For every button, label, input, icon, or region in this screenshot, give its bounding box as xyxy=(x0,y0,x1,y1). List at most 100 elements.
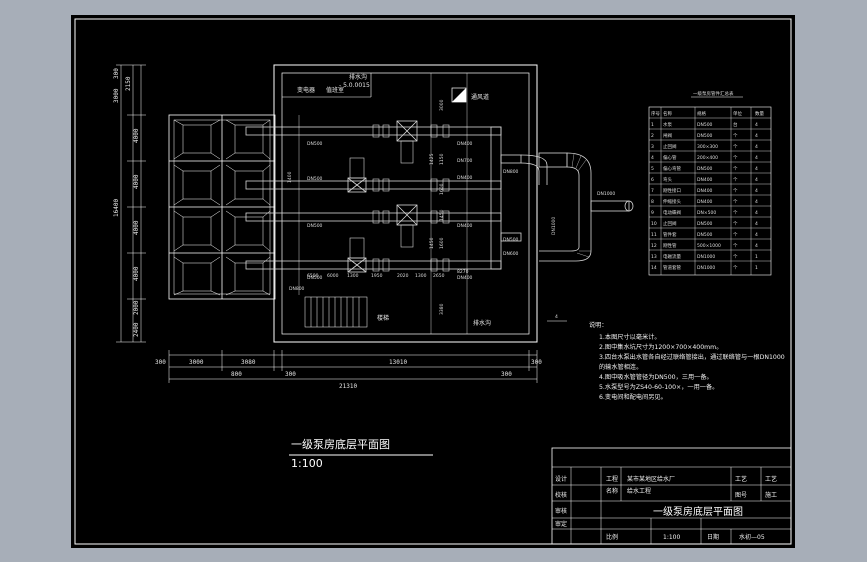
parts-table-cell: 2 xyxy=(651,133,654,139)
parts-table-cell: 4 xyxy=(651,155,654,161)
parts-table-header: 单位 xyxy=(733,110,742,117)
dim-top-left-3: 2150 xyxy=(125,76,132,91)
note-line-1: 1.本图尺寸以毫米计。 xyxy=(599,333,661,341)
plan-labels: - 5.0.0015 排水沟 变电器 值班室 通风道 楼梯 排水沟 DN500 … xyxy=(287,73,615,327)
wet-well xyxy=(168,114,276,300)
parts-table-cell: DN400 xyxy=(697,199,713,205)
parts-table-cell: 500×1000 xyxy=(697,243,721,249)
dim-bottom-8: 300 xyxy=(501,371,512,378)
stairs-symbol xyxy=(304,296,368,328)
inner-dim-16: 6000 xyxy=(327,273,339,279)
inner-dim-9: 1400 xyxy=(287,171,293,183)
parts-table-cell: 4 xyxy=(755,199,758,205)
pipe-label-2: DN400 xyxy=(457,141,473,147)
label-elevation: - 5.0.0015 xyxy=(339,82,370,89)
dim-bottom-4: 13010 xyxy=(389,359,407,366)
parts-table-cell: 台 xyxy=(733,121,738,128)
parts-table-cell: 刚性管 xyxy=(663,242,677,249)
notes-heading: 说明： xyxy=(589,321,608,329)
note-line-7: 6.变电间和配电间另见。 xyxy=(599,393,667,401)
label-vent-shaft: 通风道 xyxy=(471,93,489,101)
parts-table-cell: 14 xyxy=(651,265,657,271)
dim-bottom-3: 3080 xyxy=(241,359,256,366)
pipe-label-1: DN500 xyxy=(307,141,323,147)
dim-top-left-2: 3000 xyxy=(113,88,120,103)
note-line-6: 5.水泵型号为ZS40-60-100×，一用一备。 xyxy=(599,383,718,391)
parts-table-cell: 个 xyxy=(733,210,738,216)
parts-table-cell: 伸缩接头 xyxy=(663,198,681,205)
note-line-4: 的输水管相连。 xyxy=(599,363,642,371)
parts-table-cell: DN500 xyxy=(697,221,713,227)
drawing-scale: 1:100 xyxy=(291,457,323,470)
parts-table-cell: 1 xyxy=(755,254,758,260)
note-line-3: 3.四台水泵出水管各自经过联络管接出，通过联络管与一根DN1000 xyxy=(599,353,785,361)
tb-project: 某市某地区给水厂 xyxy=(627,475,675,483)
pipe-label-4: DN700 xyxy=(457,158,473,164)
parts-table-cell: 1 xyxy=(651,122,654,128)
dim-left-seg-1: 4000 xyxy=(133,128,140,143)
parts-table-cell: 管件套 xyxy=(663,231,677,238)
parts-table-cell: 个 xyxy=(733,155,738,161)
drawing-border xyxy=(74,18,792,545)
parts-table-cell: 4 xyxy=(755,177,758,183)
parts-table-cell: 300×300 xyxy=(697,144,718,150)
pipe-label-10: DN400 xyxy=(457,275,473,281)
floor-plan xyxy=(273,64,538,343)
parts-table-cell: 13 xyxy=(651,254,657,260)
dim-top-left-1: 300 xyxy=(113,68,120,79)
parts-table-cell: 个 xyxy=(733,221,738,227)
parts-table-cell: 个 xyxy=(733,133,738,139)
parts-table-cell: 4 xyxy=(755,144,758,150)
parts-table-cell: 9 xyxy=(651,210,654,216)
parts-table-cell: 11 xyxy=(651,232,657,238)
parts-table-cell: 电磁流量 xyxy=(663,253,681,260)
parts-table-cell: 4 xyxy=(755,133,758,139)
parts-table-cell: 3 xyxy=(651,144,654,150)
drawing-sheet: 300 3000 2150 16400 4000 4000 4000 4000 … xyxy=(71,15,795,548)
parts-table-cell: DN500 xyxy=(697,122,713,128)
inner-dim-10: 1950 xyxy=(371,273,383,279)
parts-table-header: 名称 xyxy=(663,110,672,117)
suction-pipes xyxy=(245,120,634,273)
parts-table-cell: 4 xyxy=(755,188,758,194)
outer-wall xyxy=(273,64,538,343)
tb-scale-value: 1:100 xyxy=(663,534,680,541)
parts-table-header: 数量 xyxy=(755,110,764,117)
tb-drawing-name: 一级泵房底层平面图 xyxy=(653,505,743,518)
dim-bottom-5: 300 xyxy=(531,359,542,366)
pipe-label-7: DN400 xyxy=(457,223,473,229)
dim-left-seg-2: 4000 xyxy=(133,174,140,189)
parts-table-cell: 5 xyxy=(651,166,654,172)
pipe-label-9: DN500 xyxy=(307,275,323,281)
note-line-2: 2.图中集水坑尺寸为1200×700×400mm。 xyxy=(599,343,722,351)
tb-mid-2: 名称 xyxy=(606,487,618,495)
inner-dim-11: 2020 xyxy=(397,273,409,279)
tb-subproject: 给水工程 xyxy=(627,487,651,495)
label-room-b: 值班室 xyxy=(326,86,344,94)
inner-dim-7: 1450 xyxy=(429,237,435,249)
note-line-5: 4.图中吸水管管径为DN500，三用一备。 xyxy=(599,373,713,381)
label-drain-bottom: 排水沟 xyxy=(473,319,491,327)
parts-table-cell: 个 xyxy=(733,265,738,271)
parts-table-cell: 4 xyxy=(755,122,758,128)
pipe-label-8: DN500 xyxy=(307,223,323,229)
parts-table-cell: 1 xyxy=(755,265,758,271)
inner-dim-14: 2650 xyxy=(433,273,445,279)
parts-table-cell: 6 xyxy=(651,177,654,183)
parts-table-cell: DN400 xyxy=(697,188,713,194)
parts-table-cell: 4 xyxy=(755,210,758,216)
inner-dim-1: 3000 xyxy=(439,99,445,111)
inner-dim-6: 1425 xyxy=(429,153,435,165)
parts-table-cell: 10 xyxy=(651,221,657,227)
tb-left-3: 审核 xyxy=(555,507,567,515)
dim-bottom-6: 800 xyxy=(231,371,242,378)
parts-table-cell: 8 xyxy=(651,199,654,205)
label-drain-top: 排水沟 xyxy=(349,73,367,81)
parts-table-cell: DN×500 xyxy=(697,210,716,216)
pipe-label-11: DN500 xyxy=(503,237,519,243)
pipe-label-14: DN600 xyxy=(503,251,519,257)
parts-table-cell: DN500 xyxy=(697,166,713,172)
parts-table-cell: 4 xyxy=(755,155,758,161)
pipe-label-6: DN500 xyxy=(307,176,323,182)
